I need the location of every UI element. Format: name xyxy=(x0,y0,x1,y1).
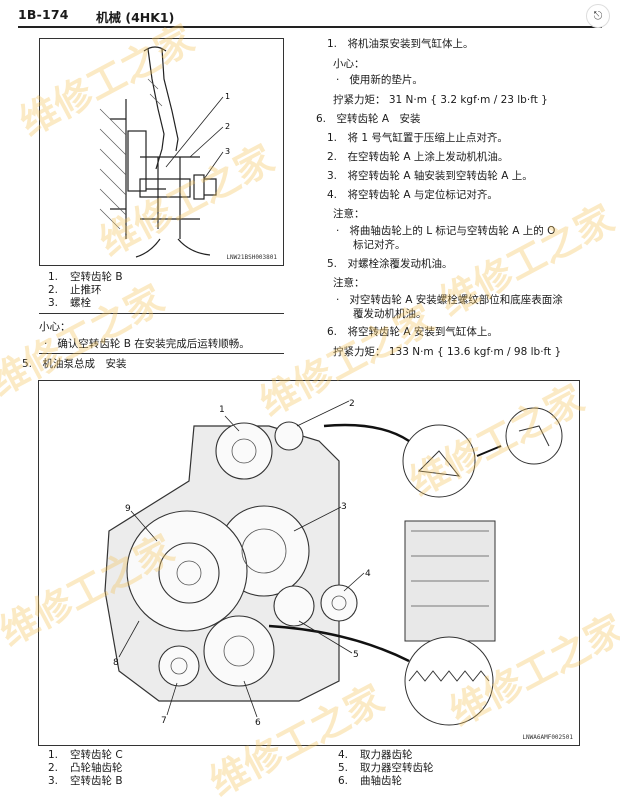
step-text: 2. 在空转齿轮 A 上涂上发动机机油。 xyxy=(327,151,509,163)
step-text: 5. 对螺栓涂覆发动机油。 xyxy=(327,258,453,270)
note-text: 覆发动机机油。 xyxy=(353,308,427,320)
fig2-callout-1: 1 xyxy=(219,405,225,415)
fig2-callout-2: 2 xyxy=(349,399,355,409)
gear-train-drawing: 1 2 3 4 5 6 7 8 9 xyxy=(104,399,563,728)
torque-spec: 拧紧力矩： 133 N·m { 13.6 kgf·m / 98 lb·ft } xyxy=(333,346,562,358)
share-icon[interactable]: ⎋ xyxy=(586,4,610,28)
step-text: 6. 将空转齿轮 A 安装到气缸体上。 xyxy=(327,326,498,338)
note-bullet: · 将曲轴齿轮上的 L 标记与空转齿轮 A 上的 O xyxy=(336,225,556,237)
fig2-callout-9: 9 xyxy=(125,504,131,514)
divider xyxy=(39,313,284,314)
fig2-callout-8: 8 xyxy=(113,658,119,668)
legend-item: 1.空转齿轮 B xyxy=(48,271,123,283)
step-text: 3. 将空转齿轮 A 轴安装到空转齿轮 A 上。 xyxy=(327,170,533,182)
note-text: 标记对齐。 xyxy=(353,239,406,251)
bottom-legend-right: 4.取力器齿轮 5.取力器空转齿轮 6.曲轴齿轮 xyxy=(338,749,434,788)
fig2-callout-4: 4 xyxy=(365,569,371,579)
step-heading: 6. 空转齿轮 A 安装 xyxy=(316,113,421,125)
caution-bullet: · 使用新的垫片。 xyxy=(336,74,423,86)
legend-item: 2.止推环 xyxy=(48,284,102,296)
gear-train-figure: 1 2 3 4 5 6 7 8 9 LNWA6AMF002501 xyxy=(38,380,580,746)
fig2-callout-7: 7 xyxy=(161,716,167,726)
bottom-legend-left: 1.空转齿轮 C 2.凸轮轴齿轮 3.空转齿轮 B xyxy=(48,749,123,788)
caution-bullet: · 确认空转齿轮 B 在安装完成后运转顺畅。 xyxy=(44,338,250,350)
fig1-callout-1: 1 xyxy=(225,92,230,101)
legend-item: 4.取力器齿轮 xyxy=(338,749,413,761)
fig2-callout-5: 5 xyxy=(353,650,359,660)
idler-gear-b-drawing: 1 2 3 xyxy=(99,46,230,258)
caution-title: 小心： xyxy=(39,321,71,333)
legend-item: 6.曲轴齿轮 xyxy=(338,775,402,787)
torque-spec: 拧紧力矩： 31 N·m { 3.2 kgf·m / 23 lb·ft } xyxy=(333,94,548,106)
step-text: 1. 将机油泵安装到气缸体上。 xyxy=(327,38,474,50)
note-bullet: · 对空转齿轮 A 安装螺栓螺纹部位和底座表面涂 xyxy=(336,294,563,306)
idler-gear-b-figure: 1 2 3 LNW21BSH003801 xyxy=(39,38,284,266)
step-text: 4. 将空转齿轮 A 与定位标记对齐。 xyxy=(327,189,498,201)
legend-item: 1.空转齿轮 C xyxy=(48,749,123,761)
legend-item: 3.螺栓 xyxy=(48,297,91,309)
step-heading: 5. 机油泵总成 安装 xyxy=(22,358,127,370)
legend-item: 2.凸轮轴齿轮 xyxy=(48,762,123,774)
divider xyxy=(39,353,284,354)
page-header: 1B-174 机械 (4HK1) ⎋ xyxy=(18,4,610,28)
page-number: 1B-174 xyxy=(18,7,69,22)
legend-item: 3.空转齿轮 B xyxy=(48,775,123,787)
figure-caption: LNWA6AMF002501 xyxy=(522,734,573,741)
figure-caption: LNW21BSH003801 xyxy=(226,254,277,261)
fig2-callout-3: 3 xyxy=(341,502,347,512)
step-text: 1. 将 1 号气缸置于压缩上止点对齐。 xyxy=(327,132,508,144)
fig1-callout-2: 2 xyxy=(225,122,230,131)
fig1-callout-3: 3 xyxy=(225,147,230,156)
fig2-callout-6: 6 xyxy=(255,718,261,728)
caution-title: 小心： xyxy=(333,58,365,70)
figure-legend: 1.空转齿轮 B 2.止推环 3.螺栓 xyxy=(48,271,123,310)
note-title: 注意： xyxy=(333,277,365,289)
note-title: 注意： xyxy=(333,208,365,220)
section-title: 机械 (4HK1) xyxy=(96,10,175,25)
legend-item: 5.取力器空转齿轮 xyxy=(338,762,434,774)
